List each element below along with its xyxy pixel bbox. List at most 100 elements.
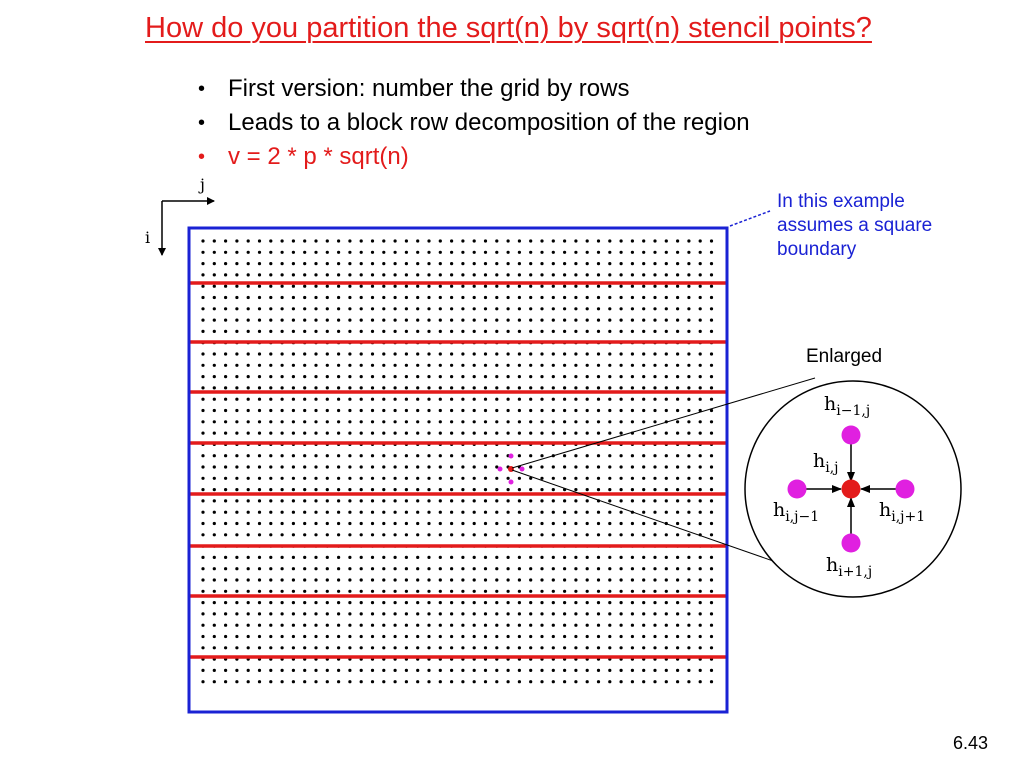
grid-point [495,273,499,277]
grid-point [608,589,612,593]
grid-point [517,352,522,356]
grid-point [563,375,567,379]
grid-point [630,601,635,605]
grid-point [551,623,555,627]
grid-point [257,284,262,288]
grid-point [404,488,408,492]
grid-point [416,352,420,356]
grid-point [337,318,341,322]
grid-point [359,239,363,243]
grid-point [574,318,578,322]
grid-point [483,465,488,469]
grid-point [540,262,544,266]
grid-point [201,307,205,311]
grid-point [246,375,250,379]
grid-point [574,567,578,571]
grid-point [337,454,341,458]
grid-point [630,476,635,480]
grid-point [653,634,657,639]
grid-point [257,408,262,413]
grid-point [630,262,635,266]
grid-point [563,250,567,254]
grid-point [664,363,668,367]
grid-point [472,465,476,469]
grid-point [506,363,510,367]
grid-point [416,567,420,571]
grid-point [687,476,691,480]
grid-point [709,420,714,424]
grid-point [246,668,250,673]
grid-point [596,239,601,243]
grid-point [529,499,533,503]
grid-point [427,250,431,254]
domain-boundary [187,226,729,714]
grid-point [370,623,375,627]
grid-point [337,476,341,480]
grid-point [224,408,228,413]
label-top: hi−1,j [824,393,870,419]
grid-point [698,612,702,616]
grid-point [506,352,510,356]
grid-point [483,318,488,322]
grid-point [257,318,262,322]
grid-point [348,601,352,605]
grid-point [325,499,329,503]
grid-point [709,363,714,367]
grid-point [359,578,363,582]
grid-point [664,284,668,288]
grid-point [563,668,567,673]
grid-point [393,352,397,356]
grid-point [698,375,702,379]
grid-point [630,454,635,458]
grid-point [337,329,341,333]
grid-point [585,476,589,480]
grid-point [619,273,623,277]
grid-point [506,375,510,379]
grid-point [314,397,318,401]
grid-point [630,318,635,322]
grid-point [224,273,228,277]
grid-point [596,307,601,311]
callout: In this example assumes a square boundar… [729,191,932,260]
grid-point [517,408,522,413]
grid-point [314,295,318,300]
grid-point [540,284,544,288]
grid-point [506,284,510,288]
grid-point [495,533,499,537]
grid-point [393,273,397,277]
grid-point [416,680,420,684]
grid-point [495,680,499,684]
grid-point [596,634,601,639]
grid-point [291,273,295,277]
grid-point [596,431,601,435]
grid-point [664,352,668,356]
grid-point [506,589,510,593]
grid-point [416,273,420,277]
grid-point [585,408,589,413]
grid-point [382,431,386,435]
grid-point [325,239,329,243]
neighbor-node-top [841,425,861,445]
grid-point [676,499,680,503]
grid-point [359,555,363,560]
grid-point [585,465,589,469]
grid-point [472,295,476,300]
grid-point [472,329,476,333]
grid-point [472,555,476,560]
grid-point [325,612,329,616]
partition-lines [189,281,727,659]
grid-point [314,668,318,673]
grid-point [585,295,589,300]
grid-point [325,375,329,379]
grid-point [450,318,454,322]
grid-point [303,589,307,593]
grid-point [450,375,454,379]
grid-point [709,521,714,526]
grid-point [563,499,567,503]
grid-point [642,329,646,333]
grid-point [495,488,499,492]
grid-point [608,262,612,266]
grid-point [269,454,273,458]
grid-point [495,250,499,254]
grid-point [325,262,329,266]
